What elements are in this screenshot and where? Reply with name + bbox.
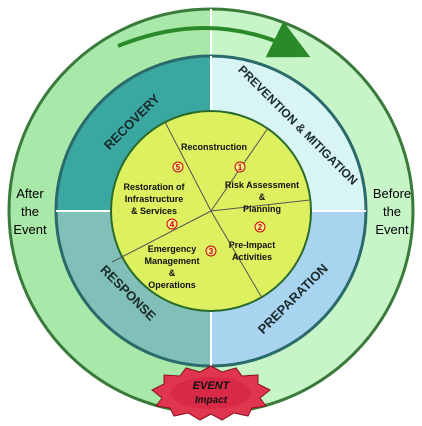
svg-text:5: 5 <box>176 163 181 172</box>
svg-text:Event: Event <box>13 222 47 237</box>
inner-circle <box>110 110 312 312</box>
marker-3: 3 <box>205 245 217 257</box>
sector-emergency-management: Emergency Management & Operations <box>144 244 199 290</box>
cycle-arrow <box>117 21 311 58</box>
marker-1: 1 <box>234 161 246 173</box>
event-impact-badge: EVENT Impact <box>151 365 271 421</box>
svg-text:Planning: Planning <box>243 204 281 214</box>
sector-pre-impact: Pre-Impact Activities <box>229 240 276 262</box>
svg-text:Management: Management <box>144 256 199 266</box>
svg-text:&: & <box>259 192 266 202</box>
svg-text:Before: Before <box>373 186 411 201</box>
svg-text:Operations: Operations <box>148 280 196 290</box>
sector-reconstruction: Reconstruction <box>181 142 247 152</box>
svg-text:Impact: Impact <box>195 395 228 406</box>
sector-restoration: Restoration of Infrastructure & Services <box>123 182 185 216</box>
svg-text:& Services: & Services <box>131 206 177 216</box>
svg-text:3: 3 <box>209 247 214 256</box>
svg-text:the: the <box>21 204 39 219</box>
marker-5: 5 <box>172 161 184 173</box>
marker-4: 4 <box>166 218 178 230</box>
svg-text:1: 1 <box>238 163 243 172</box>
before-event-label: Before the Event <box>373 186 411 237</box>
svg-text:&: & <box>169 268 176 278</box>
svg-text:Restoration of: Restoration of <box>123 182 185 192</box>
svg-text:After: After <box>16 186 44 201</box>
svg-text:4: 4 <box>170 220 175 229</box>
sector-risk-assessment: Risk Assessment & Planning <box>225 180 299 214</box>
svg-text:2: 2 <box>258 223 263 232</box>
svg-text:Risk Assessment: Risk Assessment <box>225 180 299 190</box>
svg-text:EVENT: EVENT <box>193 380 231 392</box>
svg-text:Infrastructure: Infrastructure <box>125 194 184 204</box>
after-event-label: After the Event <box>13 186 47 237</box>
svg-text:Event: Event <box>375 222 409 237</box>
svg-text:Activities: Activities <box>232 252 272 262</box>
svg-text:the: the <box>383 204 401 219</box>
svg-text:Pre-Impact: Pre-Impact <box>229 240 276 250</box>
marker-2: 2 <box>254 221 266 233</box>
svg-text:Emergency: Emergency <box>148 244 197 254</box>
